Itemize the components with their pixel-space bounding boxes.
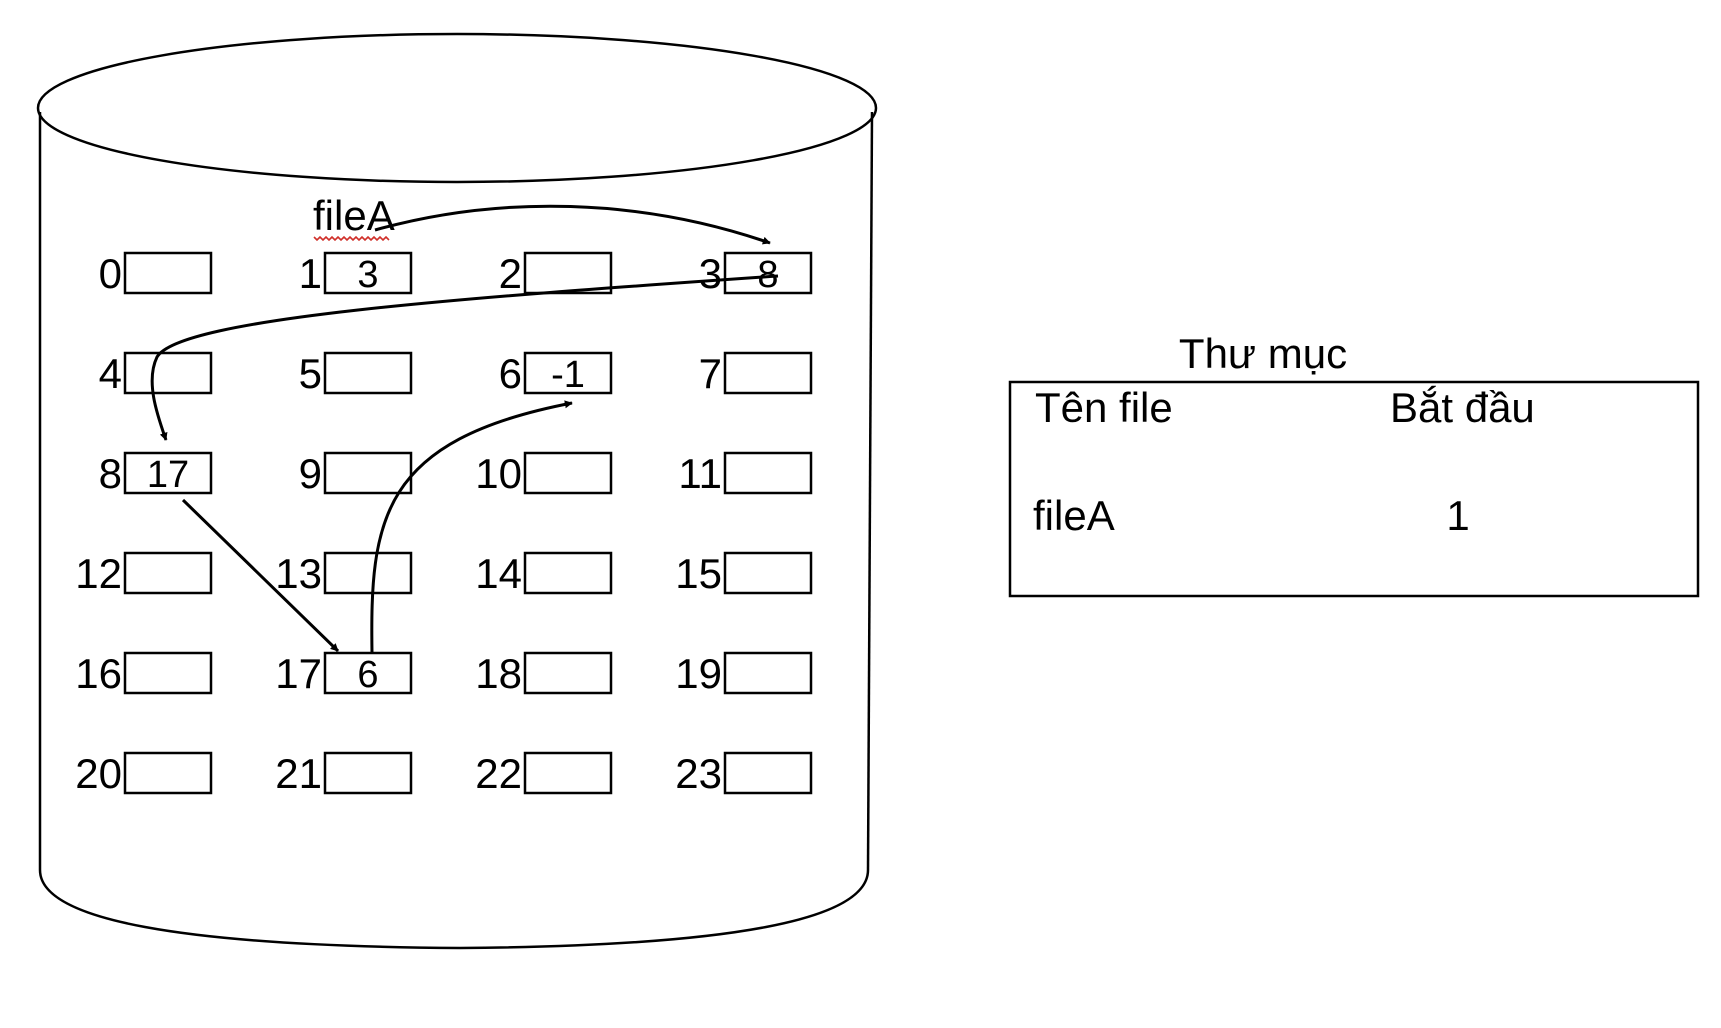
block-index-label: 5	[299, 350, 322, 397]
block-index-label: 21	[275, 750, 322, 797]
disk-block: 12	[75, 550, 213, 597]
block-index-label: 7	[699, 350, 722, 397]
disk-block: 0	[99, 250, 213, 297]
block-cell	[723, 351, 813, 395]
block-pointer-value: -1	[551, 354, 585, 396]
block-index-label: 15	[675, 550, 722, 597]
block-index-label: 2	[499, 250, 522, 297]
block-index-label: 14	[475, 550, 522, 597]
block-pointer-value: 3	[357, 254, 378, 296]
block-cell	[323, 451, 413, 495]
disk-block: 9	[299, 450, 413, 497]
arrow-block-3-to-block-8	[150, 274, 779, 441]
file-label-group: fileA	[313, 192, 395, 242]
block-cell	[523, 751, 613, 795]
block-index-label: 0	[99, 250, 122, 297]
block-index-label: 20	[75, 750, 122, 797]
block-cell	[523, 551, 613, 595]
block-index-label: 22	[475, 750, 522, 797]
block-cell	[323, 751, 413, 795]
spellcheck-squiggle	[313, 235, 390, 242]
block-cell	[723, 751, 813, 795]
block-cell	[323, 351, 413, 395]
disk-block: 5	[299, 350, 413, 397]
block-index-label: 19	[675, 650, 722, 697]
disk-block: 10	[475, 450, 613, 497]
block-index-label: 10	[475, 450, 522, 497]
block-cell	[323, 651, 413, 695]
disk-block: 23	[675, 750, 813, 797]
disk-block: 20	[75, 750, 213, 797]
block-cell	[323, 251, 413, 295]
block-index-label: 18	[475, 650, 522, 697]
cylinder-top-ellipse	[36, 32, 878, 184]
block-cell	[523, 351, 613, 395]
disk-block: 2	[499, 250, 613, 297]
file-label: fileA	[313, 192, 395, 239]
block-index-label: 12	[75, 550, 122, 597]
block-index-label: 17	[275, 650, 322, 697]
disk-block: 22	[475, 750, 613, 797]
block-cell	[123, 651, 213, 695]
block-pointer-value: 17	[147, 454, 189, 496]
disk-block: 17 6	[275, 650, 413, 697]
disk-block: 16	[75, 650, 213, 697]
block-index-label: 4	[99, 350, 122, 397]
directory-row-name: fileA	[1033, 492, 1115, 539]
allocation-arrows	[150, 204, 779, 654]
block-index-label: 6	[499, 350, 522, 397]
disk-cylinder	[36, 32, 878, 950]
cylinder-right-side	[866, 111, 874, 871]
disk-block: 15	[675, 550, 813, 597]
arrow-file-to-block-1	[374, 204, 771, 245]
block-index-label: 11	[678, 450, 722, 497]
cylinder-bottom-edge	[38, 869, 870, 950]
disk-block: 7	[699, 350, 813, 397]
block-cell	[723, 551, 813, 595]
block-cell	[123, 451, 213, 495]
directory-header-start: Bắt đầu	[1390, 384, 1535, 431]
block-cell	[723, 451, 813, 495]
arrow-block-17-to-block-6	[370, 400, 573, 654]
block-index-label: 8	[99, 450, 122, 497]
block-index-label: 16	[75, 650, 122, 697]
disk-block: 13	[275, 550, 413, 597]
disk-block: 8 17	[99, 450, 213, 497]
block-cell	[723, 651, 813, 695]
block-cell	[123, 251, 213, 295]
disk-block: 19	[675, 650, 813, 697]
block-cell	[523, 251, 613, 295]
block-pointer-value: 8	[757, 254, 778, 296]
disk-block: 21	[275, 750, 413, 797]
directory-row-start: 1	[1446, 492, 1469, 539]
block-cell	[123, 351, 213, 395]
block-cell	[323, 551, 413, 595]
disk-block: 14	[475, 550, 613, 597]
directory-table: Thư mục Tên file Bắt đầu fileA 1	[1008, 330, 1700, 598]
disk-block: 6 -1	[499, 350, 613, 397]
directory-box	[1008, 380, 1700, 598]
block-index-label: 3	[699, 250, 722, 297]
disk-block: 4	[99, 350, 213, 397]
block-index-label: 23	[675, 750, 722, 797]
block-index-label: 1	[299, 250, 322, 297]
disk-block: 18	[475, 650, 613, 697]
block-cell	[123, 551, 213, 595]
directory-title: Thư mục	[1179, 330, 1347, 377]
disk-block: 11	[678, 450, 813, 497]
arrow-block-8-to-block-17	[181, 498, 340, 653]
block-pointer-value: 6	[357, 654, 378, 696]
block-cell	[523, 451, 613, 495]
block-cell	[723, 251, 813, 295]
block-cell	[123, 751, 213, 795]
directory-header-name: Tên file	[1035, 384, 1173, 431]
block-cell	[523, 651, 613, 695]
block-index-label: 9	[299, 450, 322, 497]
block-index-label: 13	[275, 550, 322, 597]
